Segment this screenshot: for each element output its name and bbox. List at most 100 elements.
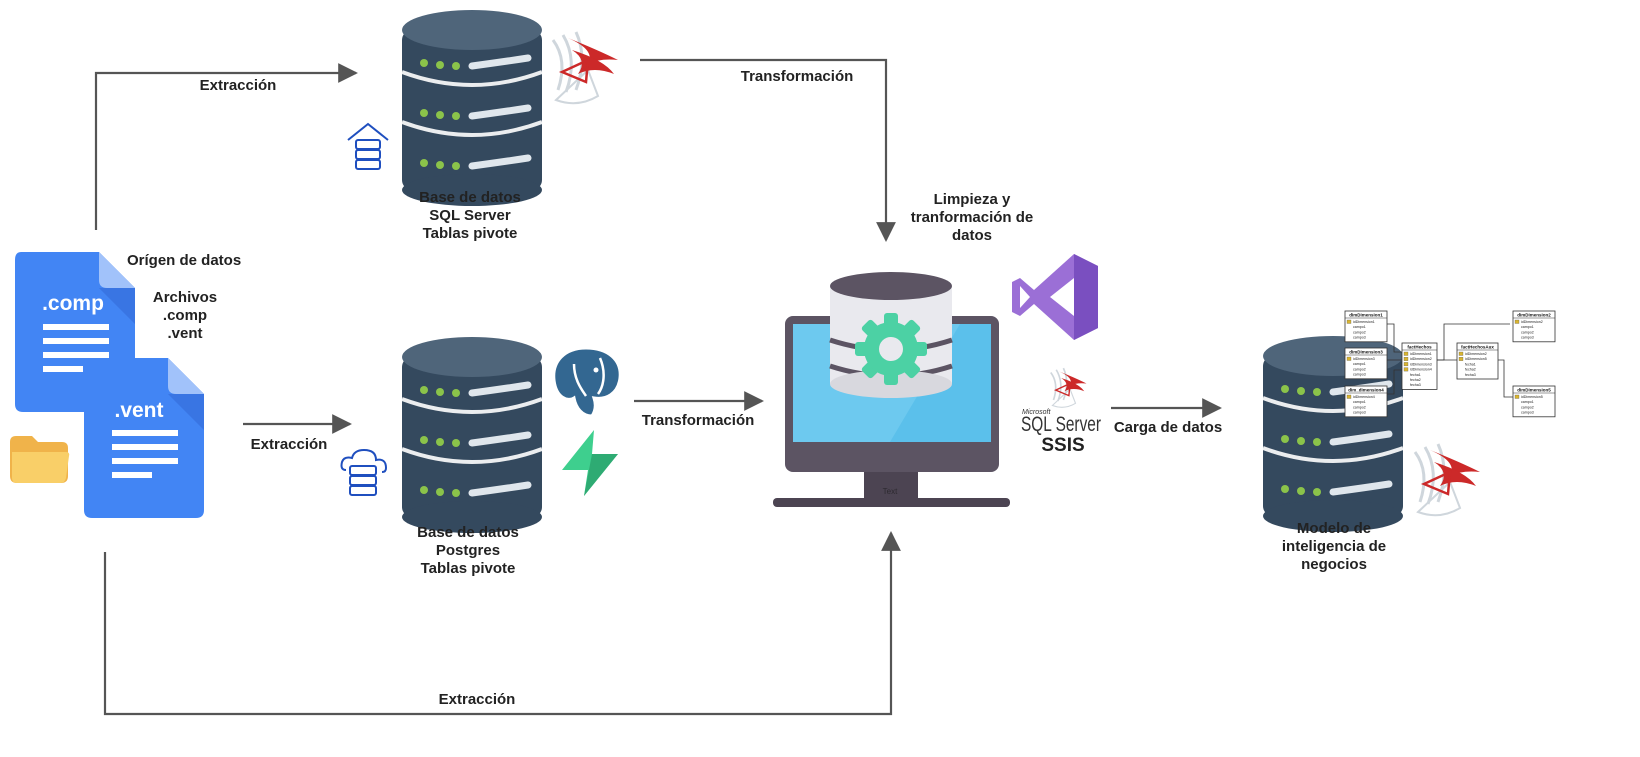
bi-sqlserver-logo-icon: [1413, 442, 1482, 517]
bi-model-line1: Modelo de: [1296, 520, 1372, 537]
key-icon: [1403, 357, 1409, 361]
extract-bottom-label: Extracción: [438, 691, 516, 708]
schema-table-name: factHechos: [1407, 345, 1432, 350]
schema-table-field: campo1: [1353, 325, 1366, 329]
schema-table-field: idDimension1: [1353, 320, 1375, 324]
schema-table-field: campo2: [1353, 330, 1366, 334]
extract-mid-label: Extracción: [250, 436, 328, 453]
sqlserver-database: [402, 10, 542, 206]
schema-table-name: dimDimension1: [1349, 313, 1383, 318]
postgres-database: [402, 337, 542, 533]
schema-table-field: campo1: [1353, 362, 1366, 366]
comp-file-ext: .comp: [42, 292, 104, 315]
key-icon: [1346, 356, 1352, 361]
connectors: [94, 58, 1222, 716]
schema-table-field: campo3: [1521, 411, 1534, 415]
source-files-line3: .vent: [167, 325, 203, 342]
schema-table-field: fecha3: [1410, 383, 1421, 387]
postgres-db-line1: Base de datos: [417, 524, 519, 541]
schema-tables: dimDimension1idDimension1campo1campo2cam…: [1344, 310, 1556, 418]
sqlserver-db-line2: SQL Server: [429, 207, 511, 224]
schema-table-field: idDimension1: [1410, 352, 1432, 356]
schema-table-field: idDimension5: [1465, 357, 1487, 361]
ssis-sql-bird-icon: [1049, 367, 1088, 409]
schema-table-field: idDimension4: [1410, 368, 1432, 372]
schema-table-field: fecha2: [1410, 378, 1421, 382]
supabase-icon: [562, 430, 618, 496]
postgres-db-line2: Postgres: [435, 542, 501, 559]
schema-table-field: campo1: [1521, 400, 1534, 404]
schema-table-name: dimDimension3: [1349, 350, 1383, 355]
key-icon: [1458, 351, 1464, 356]
transform-mid-label: Transformación: [641, 412, 755, 429]
key-icon: [1403, 362, 1409, 367]
star-schema: [1387, 323, 1513, 398]
schema-table-field: campo2: [1353, 405, 1366, 409]
vent-file-ext: .vent: [114, 399, 163, 422]
cloud-server-icon: [340, 448, 388, 496]
schema-table-field: campo2: [1353, 367, 1366, 371]
extract-top-label: Extracción: [199, 77, 277, 94]
bi-model-line2: inteligencia de: [1281, 538, 1387, 555]
key-icon: [1403, 351, 1409, 356]
cleaning-line3: datos: [951, 227, 992, 244]
schema-table-field: idDimension2: [1521, 320, 1543, 324]
cleaning-line2: tranformación de: [910, 209, 1034, 226]
monitor-text: Text: [883, 487, 898, 496]
key-icon: [1514, 319, 1520, 324]
schema-table-field: campo2: [1521, 405, 1534, 409]
etl-monitor: Text: [773, 272, 1010, 507]
schema-table-field: campo1: [1521, 325, 1534, 329]
schema-table-field: campo3: [1353, 373, 1366, 377]
source-files-line2: .comp: [162, 307, 208, 324]
schema-table-field: fecha1: [1410, 373, 1421, 377]
schema-table-field: fecha1: [1465, 362, 1476, 366]
vent-file-icon: .vent: [84, 358, 204, 518]
key-icon: [1346, 394, 1352, 399]
schema-table: factHechosAuxidDimension2idDimension5fec…: [1456, 342, 1499, 380]
schema-table: dim_dimension4idDimension4campo1campo2ca…: [1344, 385, 1388, 418]
cleaning-line1: Limpieza y: [933, 191, 1011, 208]
on-premise-server-icon: [347, 122, 389, 170]
schema-table-name: factHechosAux: [1461, 345, 1494, 350]
schema-table-field: idDimension2: [1465, 352, 1487, 356]
schema-table-field: idDimension2: [1410, 357, 1432, 361]
schema-table-field: campo1: [1353, 400, 1366, 404]
arrow-transform-top: [640, 58, 896, 242]
ssis-microsoft: Microsoft: [1022, 409, 1051, 416]
schema-table-name: dimDimension5: [1517, 388, 1551, 393]
ssis-label: SSIS: [1041, 435, 1084, 456]
schema-table: dimDimension2idDimension2campo1campo2cam…: [1512, 310, 1556, 343]
schema-table-field: idDimension3: [1353, 357, 1375, 361]
schema-table-field: campo3: [1521, 336, 1534, 340]
arrow-extract-bottom: [103, 531, 901, 716]
key-icon: [1346, 319, 1352, 324]
schema-table-field: fecha3: [1465, 373, 1476, 377]
key-icon: [1403, 367, 1409, 372]
postgres-db-line3: Tablas pivote: [420, 560, 516, 577]
arrow-extract-top: [94, 63, 358, 230]
schema-table-name: dim_dimension4: [1348, 388, 1384, 393]
ssis-sqlserver: SQL Server: [1021, 413, 1101, 436]
postgresql-elephant-icon: [552, 346, 622, 418]
source-files-line1: Archivos: [152, 289, 218, 306]
load-label: Carga de datos: [1113, 419, 1223, 436]
bi-model-line3: negocios: [1301, 556, 1367, 573]
sqlserver-logo-icon: [551, 30, 620, 105]
schema-table-field: campo2: [1521, 330, 1534, 334]
folder-icon: [10, 436, 70, 483]
transform-top-label: Transformación: [740, 68, 854, 85]
sqlserver-db-line1: Base de datos: [419, 189, 521, 206]
gear-icon: [855, 313, 927, 385]
key-icon: [1514, 394, 1520, 399]
schema-table-field: campo3: [1353, 336, 1366, 340]
ssis-logo: Microsoft SQL Server SSIS: [1021, 367, 1101, 456]
schema-table-field: idDimension5: [1521, 395, 1543, 399]
schema-table-field: fecha2: [1465, 368, 1476, 372]
comp-file-icon: .comp: [15, 252, 135, 412]
visual-studio-icon: [1012, 254, 1098, 340]
